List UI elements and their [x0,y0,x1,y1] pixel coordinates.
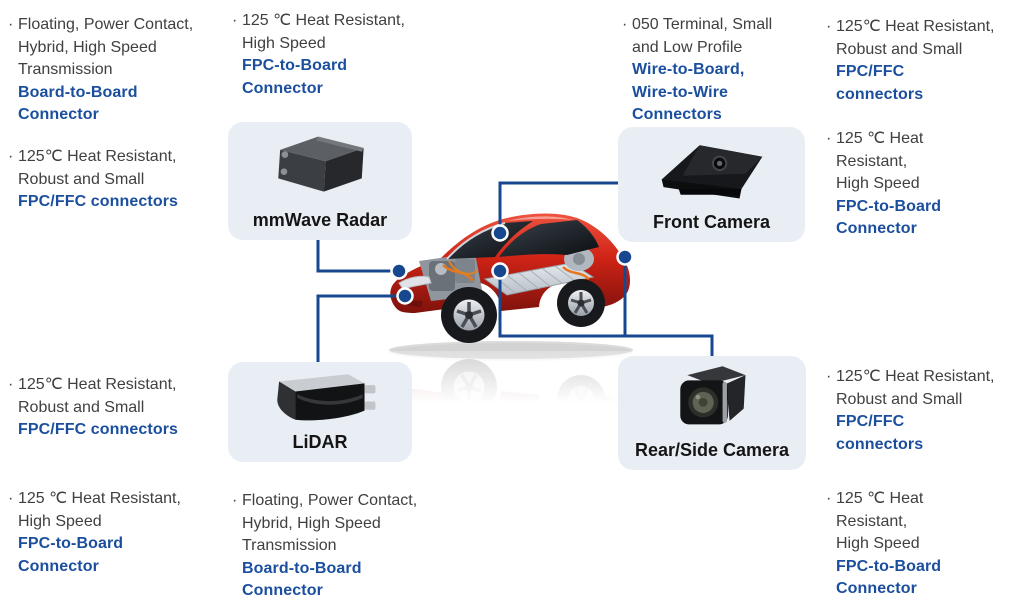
note-board-to-board-col2-bottom: ·Floating, Power Contact,Hybrid, High Sp… [232,490,417,603]
note-connector-name: Connector [18,557,99,575]
device-box-lidar: LiDAR [228,362,412,462]
lidar-icon [228,362,412,432]
note-connector-name: Connector [18,106,99,123]
note-connector-name: FPC/FFC [836,63,905,80]
note-connector-name: FPC-to-Board [242,57,348,74]
note-line: Transmission [18,61,113,78]
mmwave-radar-label: mmWave Radar [252,210,388,230]
bullet-marker: · [8,490,14,507]
note-line: ·125 ℃ Heat Resistant, [232,10,405,33]
note-line: Resistant, [836,512,908,530]
note-line: Transmission [242,537,337,554]
note-line: Resistant, [836,152,908,170]
front-wheel [441,287,497,343]
rear-side-camera-icon [618,356,806,440]
bullet-marker: · [622,16,628,33]
device-box-rear-side-camera: Rear/Side Camera [618,356,806,470]
bullet-marker: · [826,490,832,507]
note-connector-name: Connector [242,79,323,97]
note-connector-name: connectors [836,435,924,453]
note-line: and Low Profile [632,38,743,56]
note-line: ·125℃ Heat Resistant, [8,374,178,397]
note-connector-name: FPC-to-Board [836,557,942,575]
note-connector-name: Connector [242,582,323,599]
note-line: ·125℃ Heat Resistant, [826,16,995,39]
note-connector-name: Wire-to-Wire [632,83,729,101]
car-body-group [389,213,633,359]
note-line: High Speed [242,34,326,52]
bullet-marker: · [826,18,832,35]
note-connector-name: FPC-to-Board [18,535,124,552]
note-line: ·125 ℃ Heat [826,488,941,511]
mmwave-radar-icon [228,122,412,210]
bullet-marker: · [8,16,14,33]
note-line: ·125℃ Heat Resistant, [8,146,178,169]
note-line: Robust and Small [18,170,145,188]
note-line: Robust and Small [836,40,963,58]
note-line: Robust and Small [18,398,145,416]
bullet-marker: · [232,12,238,29]
note-line: ·Floating, Power Contact, [232,490,417,513]
rear-wheel [557,279,605,327]
note-board-to-board-top-left: ·Floating, Power Contact,Hybrid, High Sp… [8,14,193,127]
note-connector-name: FPC/FFC connectors [18,421,179,438]
bullet-marker: · [826,368,832,385]
note-connector-name: Connectors [632,106,722,123]
note-connector-name: Connector [836,580,917,597]
note-connector-name: FPC/FFC connectors [18,193,179,210]
note-connector-name: connectors [836,85,924,103]
note-line: High Speed [18,512,102,530]
note-line: ·125℃ Heat Resistant, [826,366,995,389]
bullet-marker: · [826,130,832,147]
note-line: ·125 ℃ Heat [826,128,941,151]
bullet-marker: · [232,492,238,509]
note-line: Hybrid, High Speed [242,514,381,532]
note-connector-name: FPC-to-Board [836,197,942,215]
note-line: ·125 ℃ Heat Resistant, [8,488,181,511]
bullet-marker: · [8,148,14,165]
rear-side-camera-label: Rear/Side Camera [634,440,790,460]
note-connector-name: FPC/FFC [836,413,905,430]
note-line: ·050 Terminal, Small [622,14,772,37]
note-line: ·Floating, Power Contact, [8,14,193,37]
note-line: Hybrid, High Speed [18,38,157,56]
front-camera-label: Front Camera [652,212,771,232]
note-line: High Speed [836,535,920,552]
note-connector-name: Wire-to-Board, [632,61,745,78]
note-connector-name: Connector [836,220,917,237]
note-line: High Speed [836,175,920,192]
note-connector-name: Board-to-Board [18,83,138,101]
lidar-label: LiDAR [292,432,348,452]
device-box-mmwave-radar: mmWave Radar [228,122,412,240]
note-line: Robust and Small [836,390,963,408]
car-illustration [383,213,645,403]
front-camera-icon [618,127,805,212]
bullet-marker: · [8,376,14,393]
note-connector-name: Board-to-Board [242,559,362,577]
device-box-front-camera: Front Camera [618,127,805,242]
